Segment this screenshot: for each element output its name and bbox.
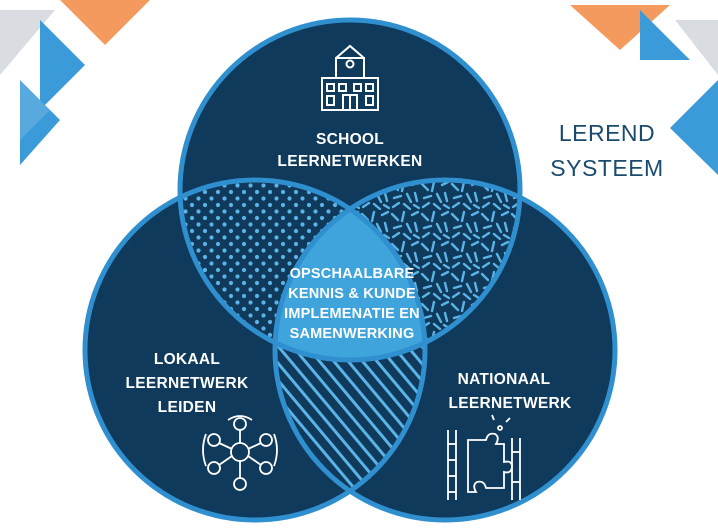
people-circle-icon [202,415,278,491]
side-title-line2: SYSTEEM [550,155,663,181]
center-label-line2: KENNIS & KUNDE [288,286,416,302]
school-building-icon [321,44,379,111]
top-circle-label-line1: SCHOOL [316,131,384,148]
center-label-line4: SAMENWERKING [290,326,415,342]
right-circle-label-line1: NATIONAAL [458,371,551,388]
decoration-top-right [570,5,718,175]
circle-top-border [177,17,523,363]
top-circle-label-line2: LEERNETWERKEN [277,153,422,170]
right-circle-label-line2: LEERNETWERK [449,395,572,412]
puzzle-teamwork-icon [447,414,521,500]
decoration-top-left [0,0,150,165]
left-circle-label-line3: LEIDEN [158,399,217,416]
overlap-center [275,180,425,360]
center-label-line3: IMPLEMENATIE EN [284,306,420,322]
center-label-line1: OPSCHAALBARE [290,266,415,282]
circle-right-border [272,177,618,523]
left-circle-label-line2: LEERNETWERK [126,375,249,392]
circle-left-border [82,177,428,523]
side-title-line1: LEREND [559,120,655,146]
left-circle-label-line1: LOKAAL [154,351,220,368]
